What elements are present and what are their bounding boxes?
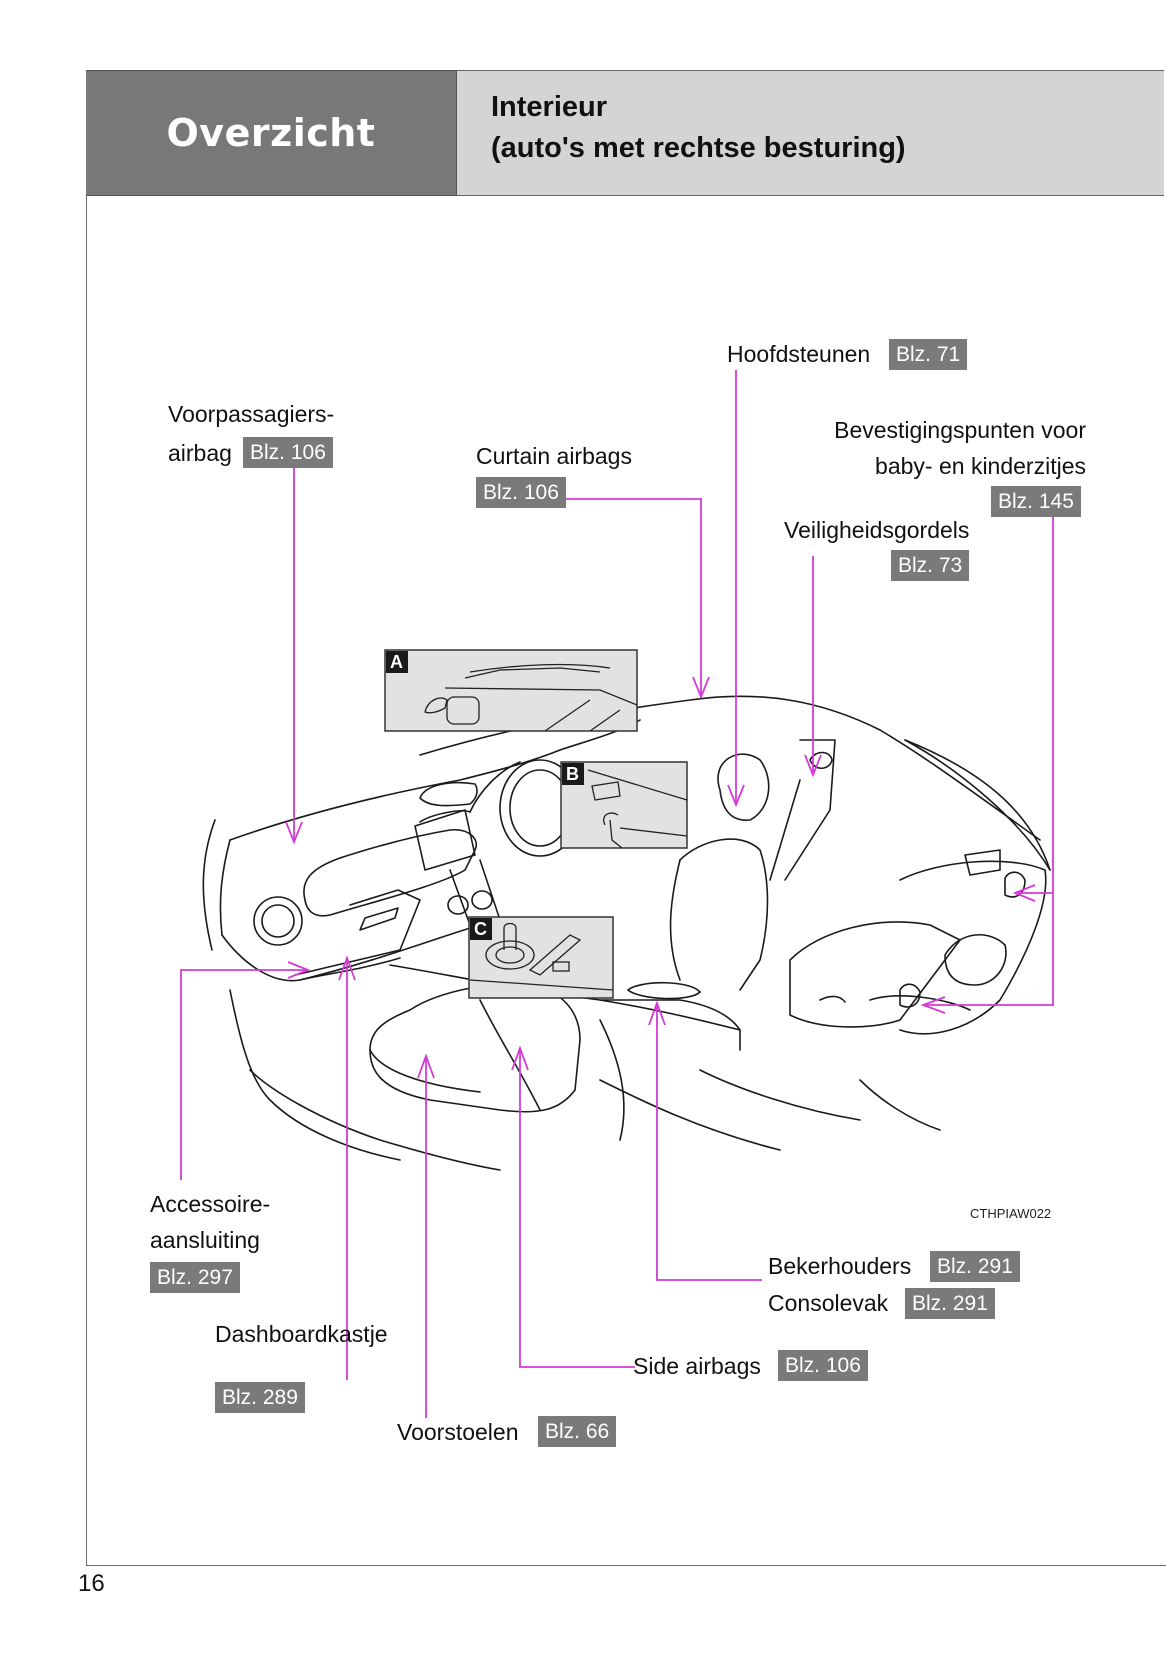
callout-dashboard: Dashboardkastje — [215, 1321, 388, 1347]
callout-consolevak: Consolevak — [768, 1290, 889, 1316]
page-title-box: Interieur (auto's met rechtse besturing) — [456, 70, 1164, 196]
callout-bevestiging-line1: Bevestigingspunten voor — [834, 417, 1086, 443]
page-ref-veiligheid[interactable]: Blz. 73 — [891, 550, 970, 581]
inset-a-letter: A — [390, 652, 403, 672]
callout-curtain: Curtain airbags — [476, 443, 632, 469]
page-frame — [86, 70, 1166, 1566]
callout-voorstoelen: Voorstoelen — [397, 1419, 519, 1445]
callout-hoofdsteunen: Hoofdsteunen — [727, 341, 871, 367]
callout-veiligheid: Veiligheidsgordels — [784, 517, 970, 543]
page-ref-curtain[interactable]: Blz. 106 — [476, 477, 566, 508]
page-number: 16 — [78, 1570, 105, 1597]
page-ref-bevestiging[interactable]: Blz. 145 — [991, 486, 1081, 517]
leader-lines — [180, 370, 1054, 1418]
callout-bekerhouders: Bekerhouders — [768, 1253, 912, 1279]
page-ref-voorpassagiers[interactable]: Blz. 106 — [243, 437, 333, 468]
callout-voorpassagiers-line2: airbag — [168, 440, 232, 466]
figure-code: CTHPIAW022 — [970, 1206, 1052, 1221]
inset-b — [560, 761, 688, 849]
page-ref-side-airbags[interactable]: Blz. 106 — [778, 1350, 868, 1381]
section-title: Overzicht — [166, 111, 376, 155]
callout-side-airbags: Side airbags — [633, 1353, 761, 1379]
callout-accessoire-line2: aansluiting — [150, 1227, 260, 1253]
callout-accessoire-line1: Accessoire- — [150, 1191, 271, 1217]
page-ref-bekerhouders[interactable]: Blz. 291 — [930, 1251, 1020, 1282]
page-ref-voorstoelen[interactable]: Blz. 66 — [538, 1416, 617, 1447]
inset-c-letter: C — [474, 919, 487, 939]
page-ref-dashboard[interactable]: Blz. 289 — [215, 1382, 305, 1413]
inset-b-letter: B — [566, 764, 579, 784]
inset-a — [384, 649, 638, 732]
page-title-line2: (auto's met rechtse besturing) — [491, 132, 906, 164]
callout-voorpassagiers-line1: Voorpassagiers- — [168, 401, 335, 427]
page-title-line1: Interieur — [491, 91, 608, 123]
page-ref-consolevak[interactable]: Blz. 291 — [905, 1288, 995, 1319]
page-ref-hoofdsteunen[interactable]: Blz. 71 — [889, 339, 968, 370]
section-header: Overzicht — [86, 70, 456, 196]
inset-c — [468, 916, 614, 999]
callout-bevestiging-line2: baby- en kinderzitjes — [875, 453, 1086, 479]
page-ref-accessoire[interactable]: Blz. 297 — [150, 1262, 240, 1293]
